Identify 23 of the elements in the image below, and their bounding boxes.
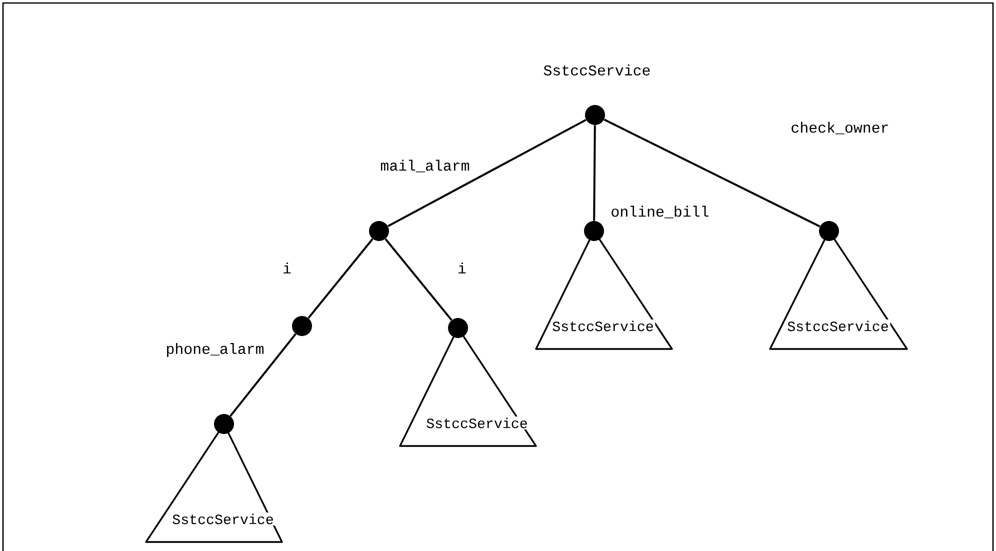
tree-branch [308, 238, 374, 319]
node-dot [819, 221, 839, 241]
tree-branch [593, 125, 596, 221]
edge-label: phone_alarm [164, 342, 266, 358]
node-dot [584, 221, 604, 241]
subtree-triangle: SstccService [399, 327, 537, 447]
edge-label: i [456, 261, 468, 275]
node-dot [369, 221, 389, 241]
subtree-triangle: SstccService [769, 230, 908, 350]
subtree-triangle: SstccService [145, 423, 283, 543]
tree-branch [384, 238, 452, 321]
node-caption: SstccService [544, 64, 650, 76]
tree-branch [388, 118, 586, 228]
edge-label: i [281, 261, 293, 275]
edge-label: online_bill [609, 204, 711, 220]
subtree-triangle: SstccService [535, 230, 673, 350]
edge-label: mail_alarm [378, 158, 472, 174]
tree-branch [604, 118, 820, 228]
node-dot [292, 316, 312, 336]
tree-branch [230, 333, 296, 417]
node-dot [214, 414, 234, 434]
node-dot [448, 318, 468, 338]
edge-label: check_owner [789, 120, 891, 136]
